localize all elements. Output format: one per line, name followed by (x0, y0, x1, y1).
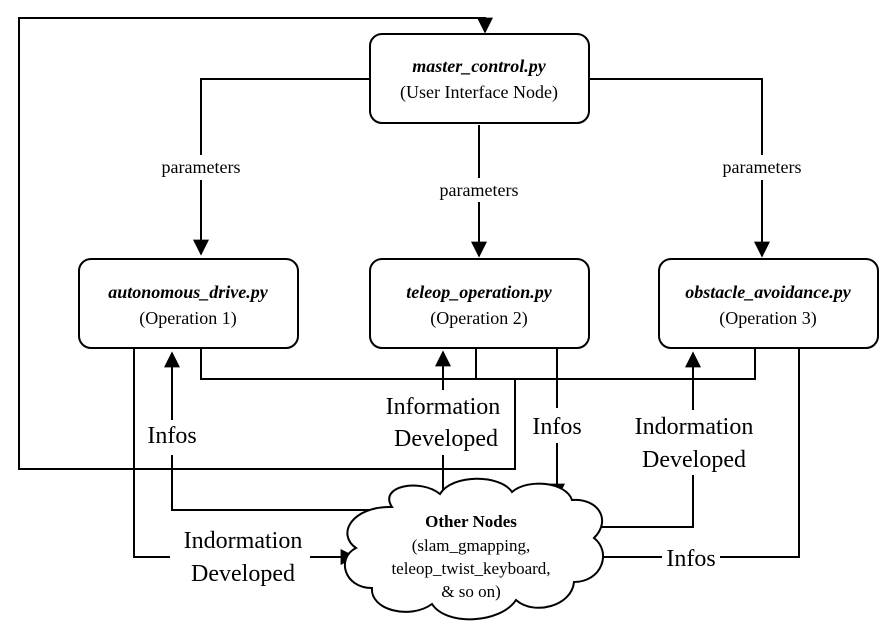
node-op3-subtitle: (Operation 3) (719, 308, 816, 329)
edge-master-to-op3 (589, 78, 763, 155)
connectors (18, 17, 800, 565)
label-info-developed-bottom-1: Indormation (184, 528, 303, 554)
node-op2-title: teleop_operation.py (406, 282, 552, 302)
label-parameters-left: parameters (162, 157, 241, 177)
node-other-title: Other Nodes (425, 512, 517, 531)
cloud-shape (343, 477, 604, 621)
node-other-line-2: teleop_twist_keyboard, (391, 559, 550, 578)
node-op1-title: autonomous_drive.py (108, 282, 269, 302)
edge-op3-to-other (720, 349, 800, 558)
node-teleop-operation: teleop_operation.py (Operation 2) (369, 258, 590, 349)
label-parameters-right: parameters (723, 157, 802, 177)
edge-op1-to-other (133, 349, 170, 558)
label-info-developed-bottom-2: Developed (191, 561, 295, 587)
edge-other-to-op3 (592, 475, 694, 528)
label-parameters-mid: parameters (440, 180, 519, 200)
label-info-developed-mid-1: Information (386, 394, 501, 420)
node-op1-subtitle: (Operation 1) (139, 308, 236, 329)
node-master-subtitle: (User Interface Node) (400, 82, 558, 103)
node-other-line-1: (slam_gmapping, (412, 536, 531, 555)
edge-feedback-bus (200, 349, 756, 380)
label-info-developed-right-1: Indormation (635, 414, 754, 440)
edge-labels: parameters parameters parameters Infos I… (147, 157, 801, 587)
label-infos-left: Infos (147, 423, 196, 449)
node-op3-title: obstacle_avoidance.py (685, 282, 851, 302)
edge-feedback-to-master (18, 17, 516, 470)
node-op2-subtitle: (Operation 2) (430, 308, 527, 329)
label-info-developed-right-2: Developed (642, 447, 746, 473)
node-master-control: master_control.py (User Interface Node) (369, 33, 590, 124)
edge-other-to-op1 (171, 455, 395, 511)
label-infos-mid: Infos (532, 414, 581, 440)
edge-master-to-op1 (200, 78, 370, 155)
node-autonomous-drive: autonomous_drive.py (Operation 1) (78, 258, 299, 349)
label-info-developed-mid-2: Developed (394, 426, 498, 452)
label-infos-bottom-right: Infos (666, 546, 715, 572)
node-master-title: master_control.py (412, 56, 547, 76)
node-other-line-3: & so on) (441, 582, 501, 601)
node-other-nodes: Other Nodes (slam_gmapping, teleop_twist… (343, 477, 604, 621)
node-obstacle-avoidance: obstacle_avoidance.py (Operation 3) (658, 258, 879, 349)
